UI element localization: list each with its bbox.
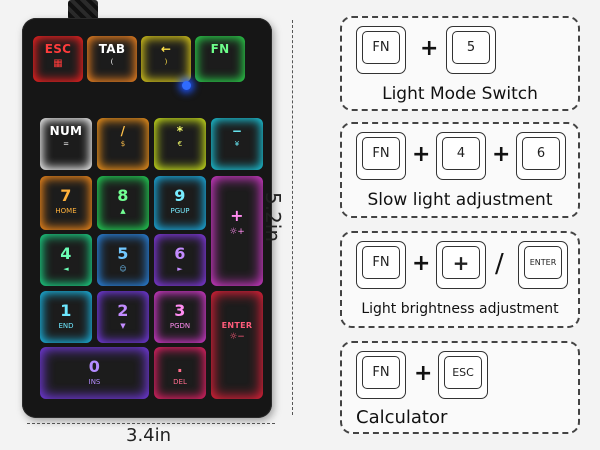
key-1[interactable]: 1 END — [40, 291, 92, 343]
keycap-fn: FN — [356, 241, 406, 289]
keycap-4: 4 — [436, 132, 486, 180]
key-dot[interactable]: . DEL — [154, 347, 206, 399]
keycap-fn: FN — [356, 351, 406, 399]
keycap-plus: + — [436, 241, 486, 289]
status-led — [182, 81, 191, 90]
panel-label: Light Mode Switch — [382, 84, 538, 104]
key-enter[interactable]: ENTER ☼− — [211, 291, 263, 399]
plus-operator: + — [492, 142, 511, 167]
panel-calculator: FN + ESC Calculator — [340, 341, 580, 434]
key-6[interactable]: 6 ► — [154, 234, 206, 286]
key-slash[interactable]: / $ — [97, 118, 149, 170]
brightness-up-icon: ☼+ — [229, 227, 245, 237]
panel-label: Light brightness adjustment — [361, 301, 559, 317]
key-tab[interactable]: TAB ( — [87, 36, 137, 82]
key-fn[interactable]: FN — [195, 36, 245, 82]
plus-operator: + — [412, 251, 431, 276]
keycap-fn: FN — [356, 132, 406, 180]
usb-cable — [68, 0, 98, 22]
key-plus[interactable]: + ☼+ — [211, 176, 263, 286]
key-5[interactable]: 5 ☺ — [97, 234, 149, 286]
key-9[interactable]: 9 PGUP — [154, 176, 206, 230]
key-num[interactable]: NUM = — [40, 118, 92, 170]
plus-operator: + — [420, 36, 439, 61]
panel-light-brightness-adjustment: FN + + / ENTER Light brightness adjustme… — [340, 231, 580, 328]
keycap-5: 5 — [446, 26, 496, 74]
brightness-down-icon: ☼− — [229, 332, 245, 342]
key-4[interactable]: 4 ◄ — [40, 234, 92, 286]
plus-operator: + — [412, 142, 431, 167]
height-dimension-label: 5.2in — [261, 192, 285, 243]
panel-slow-light-adjustment: FN + 4 + 6 Slow light adjustment — [340, 122, 580, 218]
panel-light-mode-switch: FN + 5 Light Mode Switch — [340, 16, 580, 111]
panel-label: Calculator — [356, 407, 448, 428]
height-dimension-line — [292, 20, 293, 415]
plus-operator: + — [414, 361, 433, 386]
key-0[interactable]: 0 INS — [40, 347, 149, 399]
key-asterisk[interactable]: * € — [154, 118, 206, 170]
key-7[interactable]: 7 HOME — [40, 176, 92, 230]
key-3[interactable]: 3 PGDN — [154, 291, 206, 343]
key-minus[interactable]: − ¥ — [211, 118, 263, 170]
key-esc[interactable]: ESC ▦ — [33, 36, 83, 82]
calculator-icon: ▦ — [53, 58, 63, 69]
keycap-6: 6 — [516, 132, 566, 180]
panel-label: Slow light adjustment — [367, 190, 553, 210]
keycap-esc: ESC — [438, 351, 488, 399]
key-8[interactable]: 8 ▲ — [97, 176, 149, 230]
key-back-arrow[interactable]: ← ) — [141, 36, 191, 82]
slash-separator: / — [495, 249, 504, 279]
keycap-fn: FN — [356, 26, 406, 74]
width-dimension-line — [27, 423, 275, 424]
width-dimension-label: 3.4in — [126, 425, 172, 446]
keycap-enter: ENTER — [518, 241, 568, 289]
key-2[interactable]: 2 ▼ — [97, 291, 149, 343]
